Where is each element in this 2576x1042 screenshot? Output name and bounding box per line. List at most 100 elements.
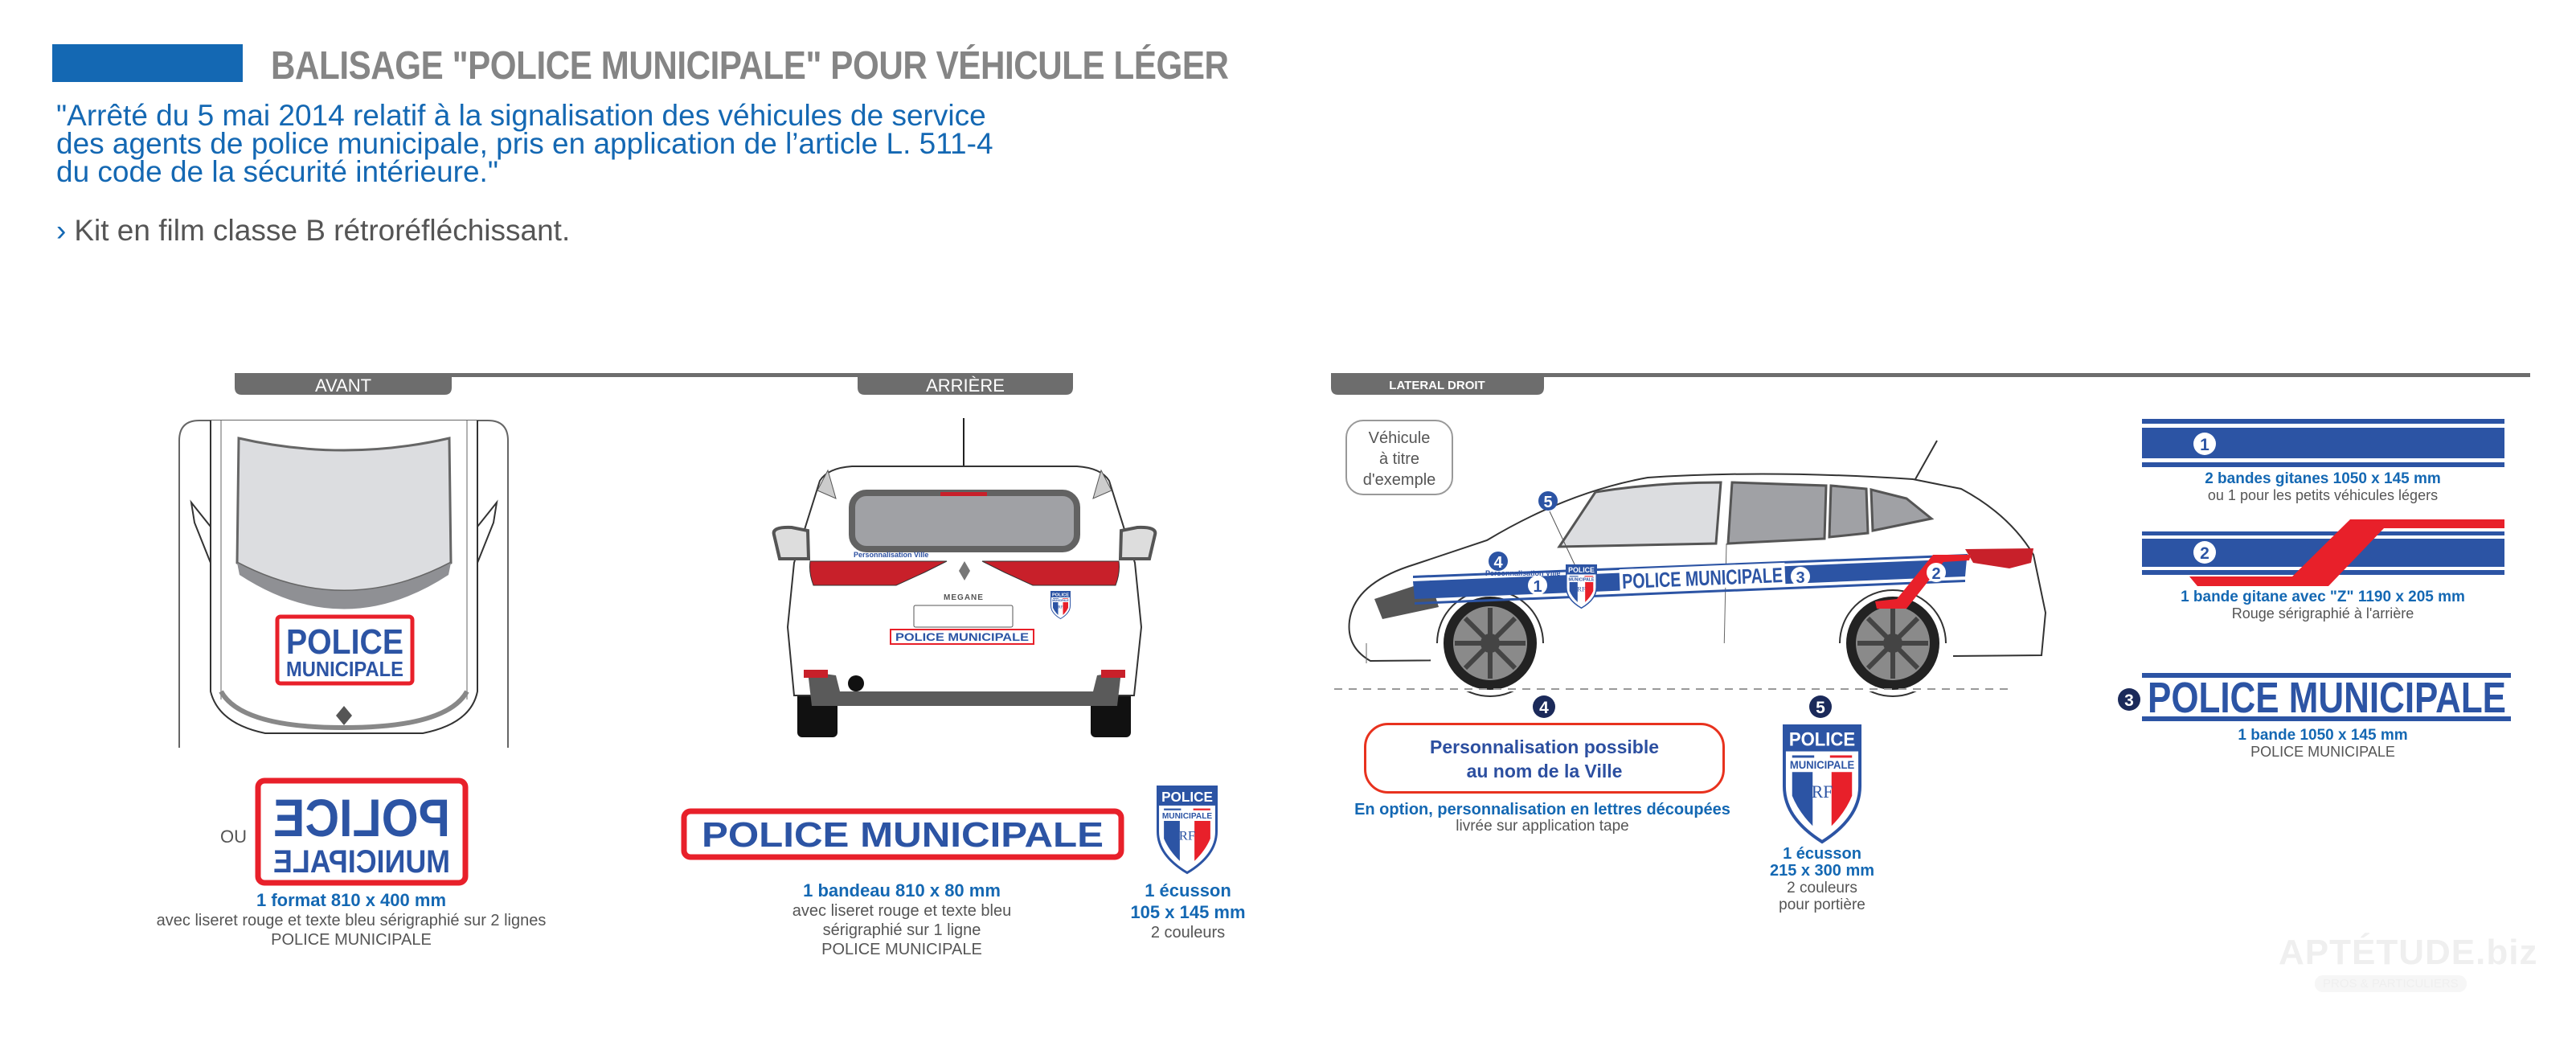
chevron-right-icon: › <box>56 214 67 247</box>
front-wheel <box>1444 597 1537 690</box>
ecusson-group: POLICE MUNICIPALE RF POLICE MUNICIPALE RF POLI… <box>1050 564 1862 875</box>
or-label: OU <box>220 827 247 847</box>
svg-text:3: 3 <box>1796 569 1804 587</box>
side-city-label: Personnalisation Ville <box>1485 569 1560 577</box>
svg-text:4: 4 <box>1539 699 1549 717</box>
ecusson-municipale-text: MUNICIPALE <box>1790 759 1854 771</box>
ecusson-police-text: POLICE <box>1052 593 1069 597</box>
license-plate <box>913 605 1014 628</box>
front-caption-line: POLICE MUNICIPALE <box>271 931 432 949</box>
model-badge: MEGANE <box>944 593 984 602</box>
tab-avant <box>235 373 452 395</box>
left-mirror <box>772 525 811 560</box>
hood-sign-line2: MUNICIPALE <box>286 657 403 681</box>
option-box-line: Personnalisation possible <box>1429 736 1660 757</box>
tab-lateral-label: LATERAL DROIT <box>1389 379 1485 392</box>
ecusson-municipale-text: MUNICIPALE <box>1569 578 1595 583</box>
front-car-top-view: POLICE MUNICIPALE <box>178 420 509 748</box>
rear-bandeau-text: POLICE MUNICIPALE <box>895 630 1029 643</box>
svg-text:5: 5 <box>1816 699 1825 717</box>
mirrored-sign-line2: MUNICIPALE <box>273 844 450 880</box>
front-mirrored-sign: POLICE MUNICIPALE <box>255 777 469 886</box>
small-ecusson-note: 2 couleurs <box>1150 924 1226 941</box>
kit-text: Kit en film classe B rétroréfléchissant. <box>74 214 571 247</box>
bandeau-text: POLICE MUNICIPALE <box>702 815 1104 855</box>
hood-sign <box>275 614 415 686</box>
side-marker-3: 3 <box>1791 567 1810 587</box>
right-mirror <box>1118 525 1157 560</box>
band-2-red-z <box>2189 519 2504 586</box>
band-3-caption: 1 bande 1050 x 145 mm POLICE MUNICIPALE <box>2238 727 2408 761</box>
mirrored-sign-line1: POLICE <box>273 788 450 847</box>
band-1-caption: 2 bandes gitanes 1050 x 145 mm ou 1 pour… <box>2205 470 2441 504</box>
svg-text:5: 5 <box>1543 494 1552 511</box>
band-2-marker: 2 <box>2200 544 2209 563</box>
bandeau-caption-line: avec liseret rouge et texte bleu <box>792 902 1012 920</box>
note-line: d'exemple <box>1362 471 1436 489</box>
front-caption-title: 1 format 810 x 400 mm <box>256 890 447 910</box>
regulation-quote: "Arrêté du 5 mai 2014 relatif à la signa… <box>56 99 993 188</box>
ecusson-rf-text: RF <box>1058 605 1063 610</box>
watermark-tagline: PROS & PARTICULIERS <box>2315 975 2467 992</box>
front-caption-line: avec liseret rouge et texte bleu sérigra… <box>156 912 547 929</box>
band-2-caption: 1 bande gitane avec "Z" 1190 x 205 mm Ro… <box>2181 589 2465 622</box>
small-ecusson-title: 1 écusson <box>1145 880 1231 900</box>
option4-caption-note: livrée sur application tape <box>1456 818 1629 835</box>
side-red-z <box>1875 555 1971 609</box>
note-line: à titre <box>1378 450 1420 468</box>
large-ecusson-note: pour portière <box>1779 896 1865 913</box>
band-3-marker: 3 <box>2124 691 2134 710</box>
page-title: BALISAGE "POLICE MUNICIPALE" POUR VÉHICU… <box>271 44 1229 88</box>
band-3-title: 1 bande 1050 x 145 mm <box>2238 727 2408 744</box>
rear-city-label: Personnalisation Ville <box>854 551 928 559</box>
option4-marker: 4 <box>1533 695 1555 718</box>
large-ecusson-size: 215 x 300 mm <box>1769 862 1875 880</box>
section-tabs-front-rear: AVANT ARRIÈRE <box>235 373 1073 396</box>
example-vehicle-note: Véhicule à titre d'exemple <box>1345 420 1453 495</box>
kit-note: ›Kit en film classe B rétroréfléchissant… <box>56 214 570 248</box>
side-marker-1: 1 <box>1528 576 1547 596</box>
large-ecusson-title: 1 écusson <box>1783 845 1861 863</box>
watermark-logo: APTÉTUDE.biz <box>2279 933 2538 972</box>
bandeau-caption-line: POLICE MUNICIPALE <box>821 941 982 958</box>
ecusson-rf-text: RF <box>1577 586 1586 593</box>
ecusson-police-text: POLICE <box>1789 730 1855 751</box>
ecusson5-marker: 5 <box>1809 695 1832 718</box>
band-3-note: POLICE MUNICIPALE <box>2250 744 2395 760</box>
band-2-note: Rouge sérigraphié à l'arrière <box>2231 605 2414 622</box>
band-1-marker: 1 <box>2200 436 2209 454</box>
ecusson-municipale-text: MUNICIPALE <box>1052 599 1069 602</box>
tab-arriere-label: ARRIÈRE <box>926 375 1005 396</box>
front-caption: 1 format 810 x 400 mm avec liseret rouge… <box>157 889 547 950</box>
band-1: 1 <box>2142 419 2504 467</box>
quote-line: "Arrêté du 5 mai 2014 relatif à la signa… <box>56 99 986 132</box>
side-marker-4: 4 <box>1489 552 1508 572</box>
side-marker-2: 2 <box>1927 563 1946 583</box>
ecusson-rf-text: RF <box>1179 828 1195 843</box>
rear-bandeau <box>890 629 1034 645</box>
band-2: 2 <box>2142 519 2504 586</box>
side-car-view: POLICE MUNICIPALE Personnalisation Ville… <box>1348 440 2047 697</box>
svg-text:4: 4 <box>1493 554 1503 572</box>
quote-line: du code de la sécurité intérieure." <box>56 155 498 188</box>
large-ecusson-note: 2 couleurs <box>1787 880 1857 896</box>
tab-avant-label: AVANT <box>315 375 371 396</box>
tab-arriere <box>858 373 1073 395</box>
small-ecusson-size: 105 x 145 mm <box>1130 902 1246 922</box>
ecusson-police-text: POLICE <box>1161 789 1213 805</box>
option4-caption-title: En option, personnalisation en lettres d… <box>1354 801 1730 818</box>
option4-caption: En option, personnalisation en lettres d… <box>1354 801 1730 835</box>
band-1-title: 2 bandes gitanes 1050 x 145 mm <box>2205 470 2441 487</box>
bandeau-caption-line: sérigraphié sur 1 ligne <box>822 921 981 939</box>
side-marker-5: 5 <box>1538 491 1576 567</box>
rear-ecusson: POLICE MUNICIPALE RF <box>1050 591 1071 620</box>
header-accent-bar <box>52 44 243 82</box>
band-1-note: ou 1 pour les petits véhicules légers <box>2207 487 2439 503</box>
svg-text:2: 2 <box>1931 565 1940 583</box>
large-ecusson-caption: 1 écusson 215 x 300 mm 2 couleurs pour p… <box>1769 845 1875 914</box>
city-personalisation-box: Personnalisation possible au nom de la V… <box>1364 723 1725 794</box>
bandeau-caption: 1 bandeau 810 x 80 mm avec liseret rouge… <box>792 880 1011 959</box>
